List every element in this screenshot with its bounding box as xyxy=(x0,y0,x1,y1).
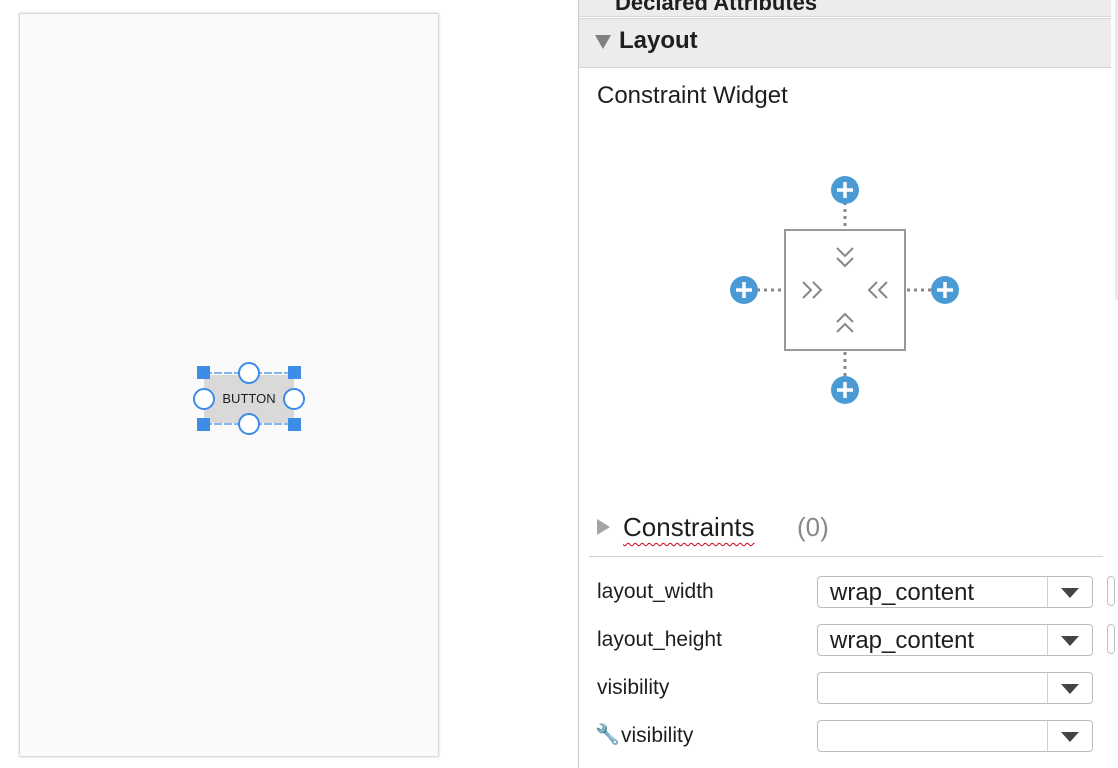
horizontal-wrap-left-chevron-icon[interactable] xyxy=(802,281,823,299)
resource-picker-button[interactable] xyxy=(1107,624,1115,654)
declared-attributes-header[interactable]: Declared Attributes xyxy=(579,0,1111,17)
tools-visibility-dropdown[interactable] xyxy=(817,720,1093,752)
anchor-left[interactable] xyxy=(193,388,215,410)
property-row-layout-width: layout_width wrap_content xyxy=(597,576,1117,610)
panel-scrollbar[interactable] xyxy=(1115,0,1118,300)
resize-handle-bottom-right[interactable] xyxy=(288,418,301,431)
constraint-widget-title: Constraint Widget xyxy=(597,82,788,109)
layout-section-header[interactable]: Layout xyxy=(579,18,1111,68)
add-bottom-constraint-plus-icon[interactable] xyxy=(831,376,859,404)
layout-width-dropdown[interactable]: wrap_content xyxy=(817,576,1093,608)
declared-attributes-title: Declared Attributes xyxy=(615,0,818,15)
property-row-visibility: visibility xyxy=(597,672,1117,706)
add-right-constraint-plus-icon[interactable] xyxy=(931,276,959,304)
add-top-constraint-plus-icon[interactable] xyxy=(831,176,859,204)
dropdown-arrow-icon[interactable] xyxy=(1047,577,1092,607)
constraints-section-header[interactable]: Constraints (0) xyxy=(595,508,1095,548)
dropdown-arrow-icon[interactable] xyxy=(1047,721,1092,751)
attributes-panel: Declared Attributes Layout Constraint Wi… xyxy=(578,0,1118,768)
vertical-wrap-bottom-chevron-icon[interactable] xyxy=(836,312,854,333)
dropdown-value: wrap_content xyxy=(830,627,975,654)
anchor-top[interactable] xyxy=(238,362,260,384)
property-label: visibility xyxy=(597,676,670,699)
anchor-right[interactable] xyxy=(283,388,305,410)
property-row-tools-visibility: 🔧 visibility xyxy=(595,720,1117,754)
selected-button[interactable]: BUTTON xyxy=(192,361,306,437)
expand-triangle-icon xyxy=(597,519,610,535)
add-left-constraint-plus-icon[interactable] xyxy=(730,276,758,304)
button-label: BUTTON xyxy=(222,391,275,406)
collapse-triangle-icon xyxy=(595,35,611,49)
divider xyxy=(589,556,1103,557)
vertical-wrap-top-chevron-icon[interactable] xyxy=(836,247,854,268)
property-label: layout_height xyxy=(597,628,722,651)
visibility-dropdown[interactable] xyxy=(817,672,1093,704)
anchor-bottom[interactable] xyxy=(238,413,260,435)
resize-handle-top-right[interactable] xyxy=(288,366,301,379)
wrench-icon: 🔧 xyxy=(595,724,620,746)
constraints-count: (0) xyxy=(797,512,829,542)
dropdown-arrow-icon[interactable] xyxy=(1047,673,1092,703)
constraint-widget xyxy=(730,176,959,404)
device-preview[interactable]: BUTTON xyxy=(20,14,438,756)
property-label: visibility xyxy=(621,724,694,747)
layout-height-dropdown[interactable]: wrap_content xyxy=(817,624,1093,656)
resize-handle-top-left[interactable] xyxy=(197,366,210,379)
constraint-widget-box xyxy=(784,229,906,351)
resource-picker-button[interactable] xyxy=(1107,576,1115,606)
dropdown-arrow-icon[interactable] xyxy=(1047,625,1092,655)
constraints-label: Constraints xyxy=(623,512,755,542)
resize-handle-bottom-left[interactable] xyxy=(197,418,210,431)
dropdown-value: wrap_content xyxy=(830,579,975,606)
horizontal-wrap-right-chevron-icon[interactable] xyxy=(867,281,888,299)
layout-section-title: Layout xyxy=(619,27,698,54)
property-row-layout-height: layout_height wrap_content xyxy=(597,624,1117,658)
property-label: layout_width xyxy=(597,580,714,603)
